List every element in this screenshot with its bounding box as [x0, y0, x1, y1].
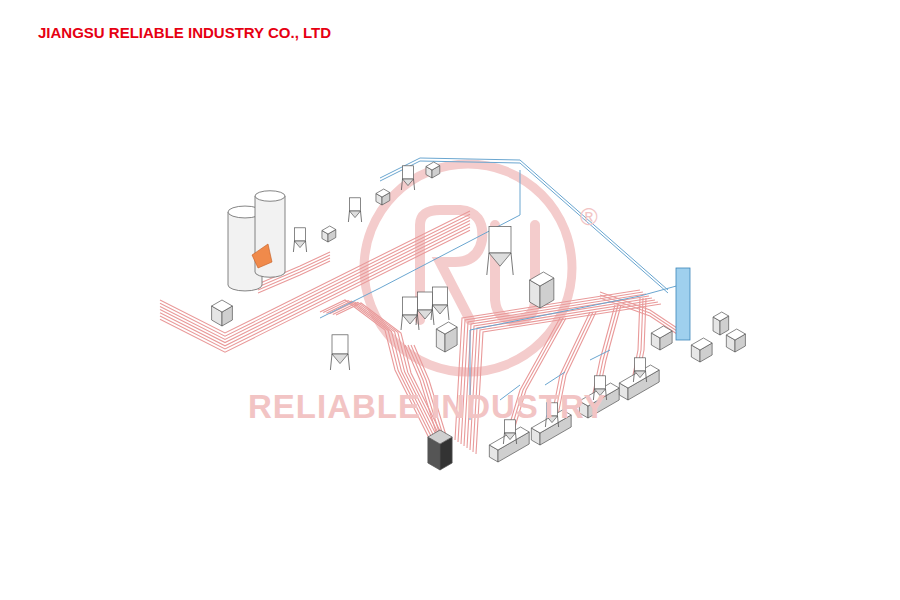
machine-face: [322, 226, 336, 234]
hopper-cone: [403, 179, 414, 186]
hopper-body: [403, 297, 418, 315]
pipe: [160, 221, 470, 343]
pipe: [470, 300, 655, 450]
hopper-cone: [635, 371, 646, 378]
hopper: [431, 287, 449, 320]
pipe: [545, 372, 565, 385]
machine-face: [426, 162, 440, 170]
hopper-dryer: [487, 227, 513, 275]
hopper: [330, 335, 349, 370]
pipe: [160, 214, 470, 336]
hopper-body: [418, 292, 433, 310]
hopper-legs: [487, 253, 513, 275]
storage-box: [651, 326, 672, 350]
vacuum-line: [545, 372, 565, 385]
pipe: [160, 211, 470, 333]
loader-frame: [293, 228, 306, 252]
hopper-cone: [489, 253, 511, 266]
loader-frame: [401, 166, 414, 190]
machine-face: [713, 312, 729, 321]
hopper-body: [332, 335, 348, 354]
storage-box: [713, 312, 729, 335]
small-machine: [376, 189, 390, 205]
machine-face: [428, 430, 452, 444]
hopper-legs: [633, 371, 646, 382]
page-title: JIANGSU RELIABLE INDUSTRY CO., LTD: [38, 24, 331, 41]
silo-top: [255, 191, 285, 202]
machine-face: [726, 329, 745, 340]
loader-frame: [348, 198, 361, 222]
registered-mark: ®: [580, 203, 598, 231]
pipe-bundle: [455, 290, 661, 454]
machine-face: [651, 326, 672, 338]
storage-box: [726, 329, 745, 352]
pipe: [160, 230, 470, 352]
hopper-legs: [401, 179, 414, 190]
pipe: [600, 292, 680, 330]
vacuum-line: [320, 170, 520, 318]
machine-face: [530, 272, 554, 286]
pipe-bundle: [160, 211, 470, 352]
dryer-unit: [530, 272, 554, 308]
hopper: [401, 297, 419, 330]
hopper-legs: [503, 433, 516, 444]
hopper-cone: [350, 211, 361, 218]
hopper-body: [595, 376, 606, 389]
machine-face: [212, 300, 233, 312]
pipe: [600, 295, 680, 333]
small-machine: [426, 162, 440, 178]
hopper-body: [403, 166, 414, 179]
machine-hopper: [633, 358, 646, 382]
pipe: [380, 161, 668, 293]
machine-face: [691, 338, 712, 350]
hopper-cone: [418, 310, 433, 319]
silo-discharge: [252, 244, 272, 268]
watermark-text: RELIABLE INDUSTRY: [248, 388, 607, 426]
storage-box: [691, 338, 712, 362]
pipe: [160, 224, 470, 346]
hopper-legs: [293, 241, 306, 252]
hopper-legs: [330, 354, 349, 370]
hopper-cone: [295, 241, 306, 248]
small-machine: [322, 226, 336, 242]
machine-face: [376, 189, 390, 197]
pipe: [160, 217, 470, 339]
pipe: [320, 170, 520, 318]
machine-face: [436, 322, 457, 334]
hopper-cone: [433, 305, 448, 314]
control-cabinet: [436, 322, 457, 352]
hopper-legs: [348, 211, 361, 222]
hopper-legs: [431, 305, 449, 320]
pipe: [160, 227, 470, 349]
hopper-body: [295, 228, 306, 241]
hopper-cone: [332, 354, 348, 364]
pipe: [476, 304, 661, 454]
silo-station-box: [212, 300, 233, 326]
pipe: [380, 158, 668, 290]
vacuum-line: [590, 350, 610, 360]
blue-tower: [676, 268, 690, 340]
dryer-cabinet: [428, 430, 452, 470]
hopper-cone: [403, 315, 418, 324]
hopper-body: [433, 287, 448, 305]
vacuum-line: [380, 158, 668, 293]
hopper: [416, 292, 434, 325]
hopper-body: [489, 227, 511, 253]
hopper-cone: [505, 433, 516, 440]
hopper-body: [350, 198, 361, 211]
pipe: [590, 350, 610, 360]
hopper-body: [635, 358, 646, 371]
